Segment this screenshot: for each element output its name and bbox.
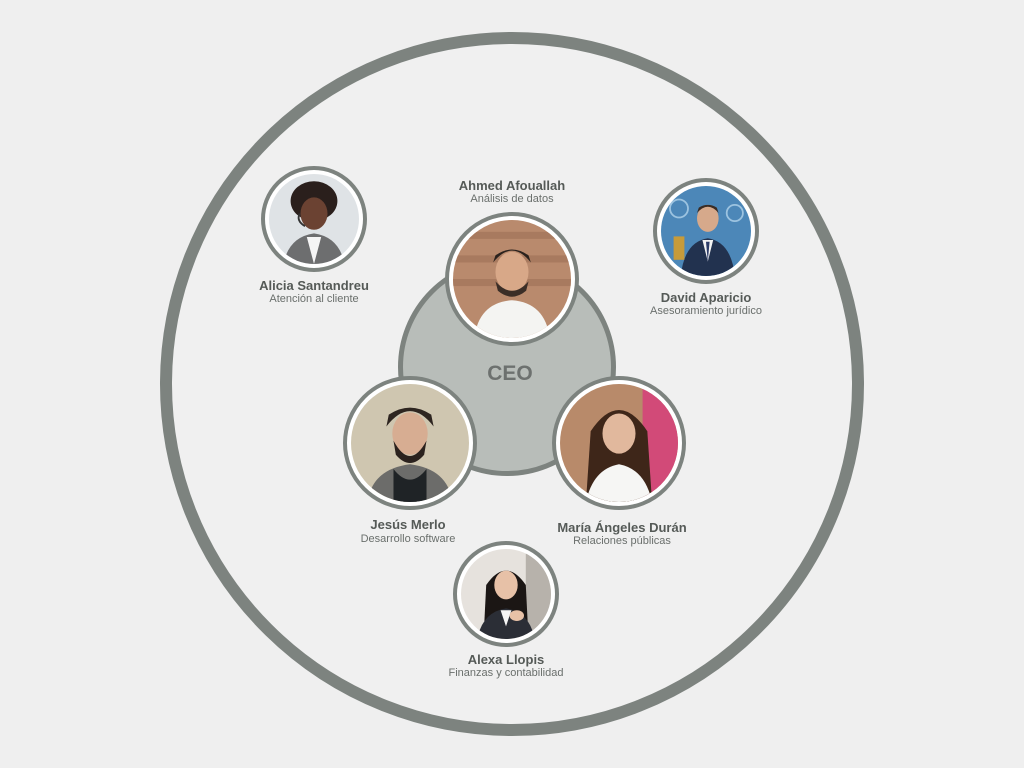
member-name-david: David Aparicio — [660, 290, 752, 305]
member-name-maria: María Ángeles Durán — [557, 520, 687, 535]
avatar-man-glasses-beard-icon[interactable] — [343, 376, 477, 510]
member-name-jesus: Jesús Merlo — [370, 517, 446, 532]
avatar-woman-headset-icon[interactable] — [261, 166, 367, 272]
member-role-ahmed: Análisis de datos — [470, 193, 554, 205]
member-photo-maria — [560, 384, 678, 502]
member-name-alexa: Alexa Llopis — [467, 652, 545, 667]
avatar-man-beard-icon[interactable] — [445, 212, 579, 346]
member-photo-ahmed — [453, 220, 571, 338]
member-role-alicia: Atención al cliente — [269, 293, 359, 305]
member-photo-alicia — [269, 174, 359, 264]
member-name-alicia: Alicia Santandreu — [259, 278, 369, 293]
ceo-label: CEO — [487, 362, 533, 385]
member-role-maria: Relaciones públicas — [573, 535, 671, 547]
member-name-ahmed: Ahmed Afouallah — [458, 178, 566, 193]
member-role-jesus: Desarrollo software — [360, 533, 456, 545]
avatar-man-suit-icon[interactable] — [653, 178, 759, 284]
member-photo-david — [661, 186, 751, 276]
avatar-woman-blazer-icon[interactable] — [453, 541, 559, 647]
member-role-alexa: Finanzas y contabilidad — [448, 667, 564, 679]
member-photo-alexa — [461, 549, 551, 639]
avatar-woman-long-hair-icon[interactable] — [552, 376, 686, 510]
member-photo-jesus — [351, 384, 469, 502]
member-role-david: Asesoramiento jurídico — [650, 305, 762, 317]
